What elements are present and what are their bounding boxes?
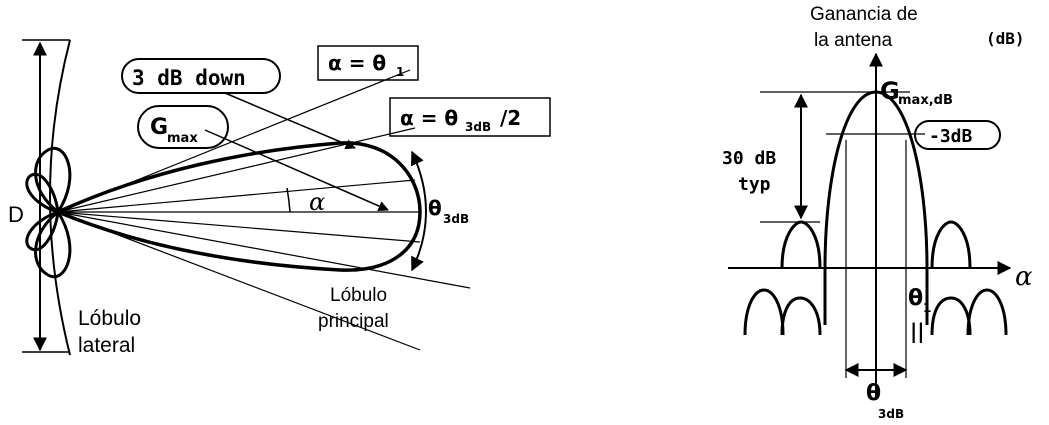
callout-gmax-bubble (137, 105, 229, 149)
box-alpha-half (389, 97, 551, 137)
aperture-arc (49, 39, 71, 356)
theta3db-sub: 3dB (878, 407, 904, 421)
typ-label-1: 30 dB (722, 148, 776, 169)
callout-gmax-arrow (204, 129, 389, 212)
callout-gmax-sub: max (167, 131, 198, 146)
theta3db-main: θ (866, 381, 881, 406)
gain-ylabel-1: Ganancia de (810, 4, 918, 25)
main-lobe-label-1: Lóbulo (330, 285, 387, 306)
gain-unit: (dB) (986, 29, 1025, 48)
gain-lower-lobe-4 (966, 288, 1008, 336)
callout-gmax-g: G (150, 115, 168, 140)
gain-gmax-g: G (880, 77, 900, 105)
gain-ylabel-2: la antena (814, 30, 893, 51)
theta-3db-main: θ (428, 196, 442, 220)
minus3db-bubble (914, 120, 1001, 150)
gain-main-lobe (823, 90, 929, 269)
box-alpha-theta1-main: α = θ (328, 51, 386, 75)
box-alpha-half-main: α = θ (400, 106, 458, 130)
side-lobe-label-2: lateral (78, 334, 135, 357)
gain-pattern-diagram: Ganancia de la antena (dB) α 30 dB typ G… (722, 4, 1033, 421)
gain-side-lobe-left (780, 220, 822, 269)
side-lobe-lower-small (25, 209, 60, 252)
side-lobe-label-1: Lóbulo (78, 307, 141, 330)
box-alpha-theta1 (317, 45, 419, 81)
side-lobe-lower (34, 209, 72, 279)
gain-lower-lobe-1 (743, 288, 785, 336)
theta1-sub: 1 (923, 301, 931, 315)
gain-gmax-sub: max,dB (898, 93, 953, 108)
theta1-main: θ (908, 286, 923, 311)
radial-lines (57, 69, 471, 351)
gain-lower-lobe-3 (930, 296, 972, 336)
gain-side-lobe-right (930, 220, 972, 269)
box-alpha-half-tail: /2 (500, 106, 521, 130)
minus3db-label: -3dB (929, 126, 973, 147)
main-lobe (53, 141, 422, 272)
box-alpha-theta1-sub: 1 (396, 65, 404, 79)
side-lobe-upper (34, 146, 72, 215)
main-lobe-label-2: principal (318, 311, 389, 332)
box-alpha-half-sub: 3dB (465, 120, 491, 134)
d-label: D (8, 202, 24, 227)
gain-lower-lobe-2 (780, 296, 822, 336)
callout-3db-down-label: 3 dB down (132, 66, 246, 90)
callout-3db-down-bubble (121, 58, 281, 94)
theta-3db-arc (410, 150, 427, 272)
parallel-mark: || (910, 319, 925, 343)
alpha-arc (286, 187, 291, 213)
callout-3db-arrow (224, 92, 356, 150)
alpha-axis-label: α (1015, 262, 1033, 292)
radiation-pattern-diagram: D α 3 dB down G max α = (8, 39, 551, 357)
typ-label-2: typ (738, 174, 771, 195)
theta-3db-sub: 3dB (443, 212, 469, 226)
alpha-label: α (309, 188, 325, 216)
side-lobe-upper-small (25, 172, 60, 215)
